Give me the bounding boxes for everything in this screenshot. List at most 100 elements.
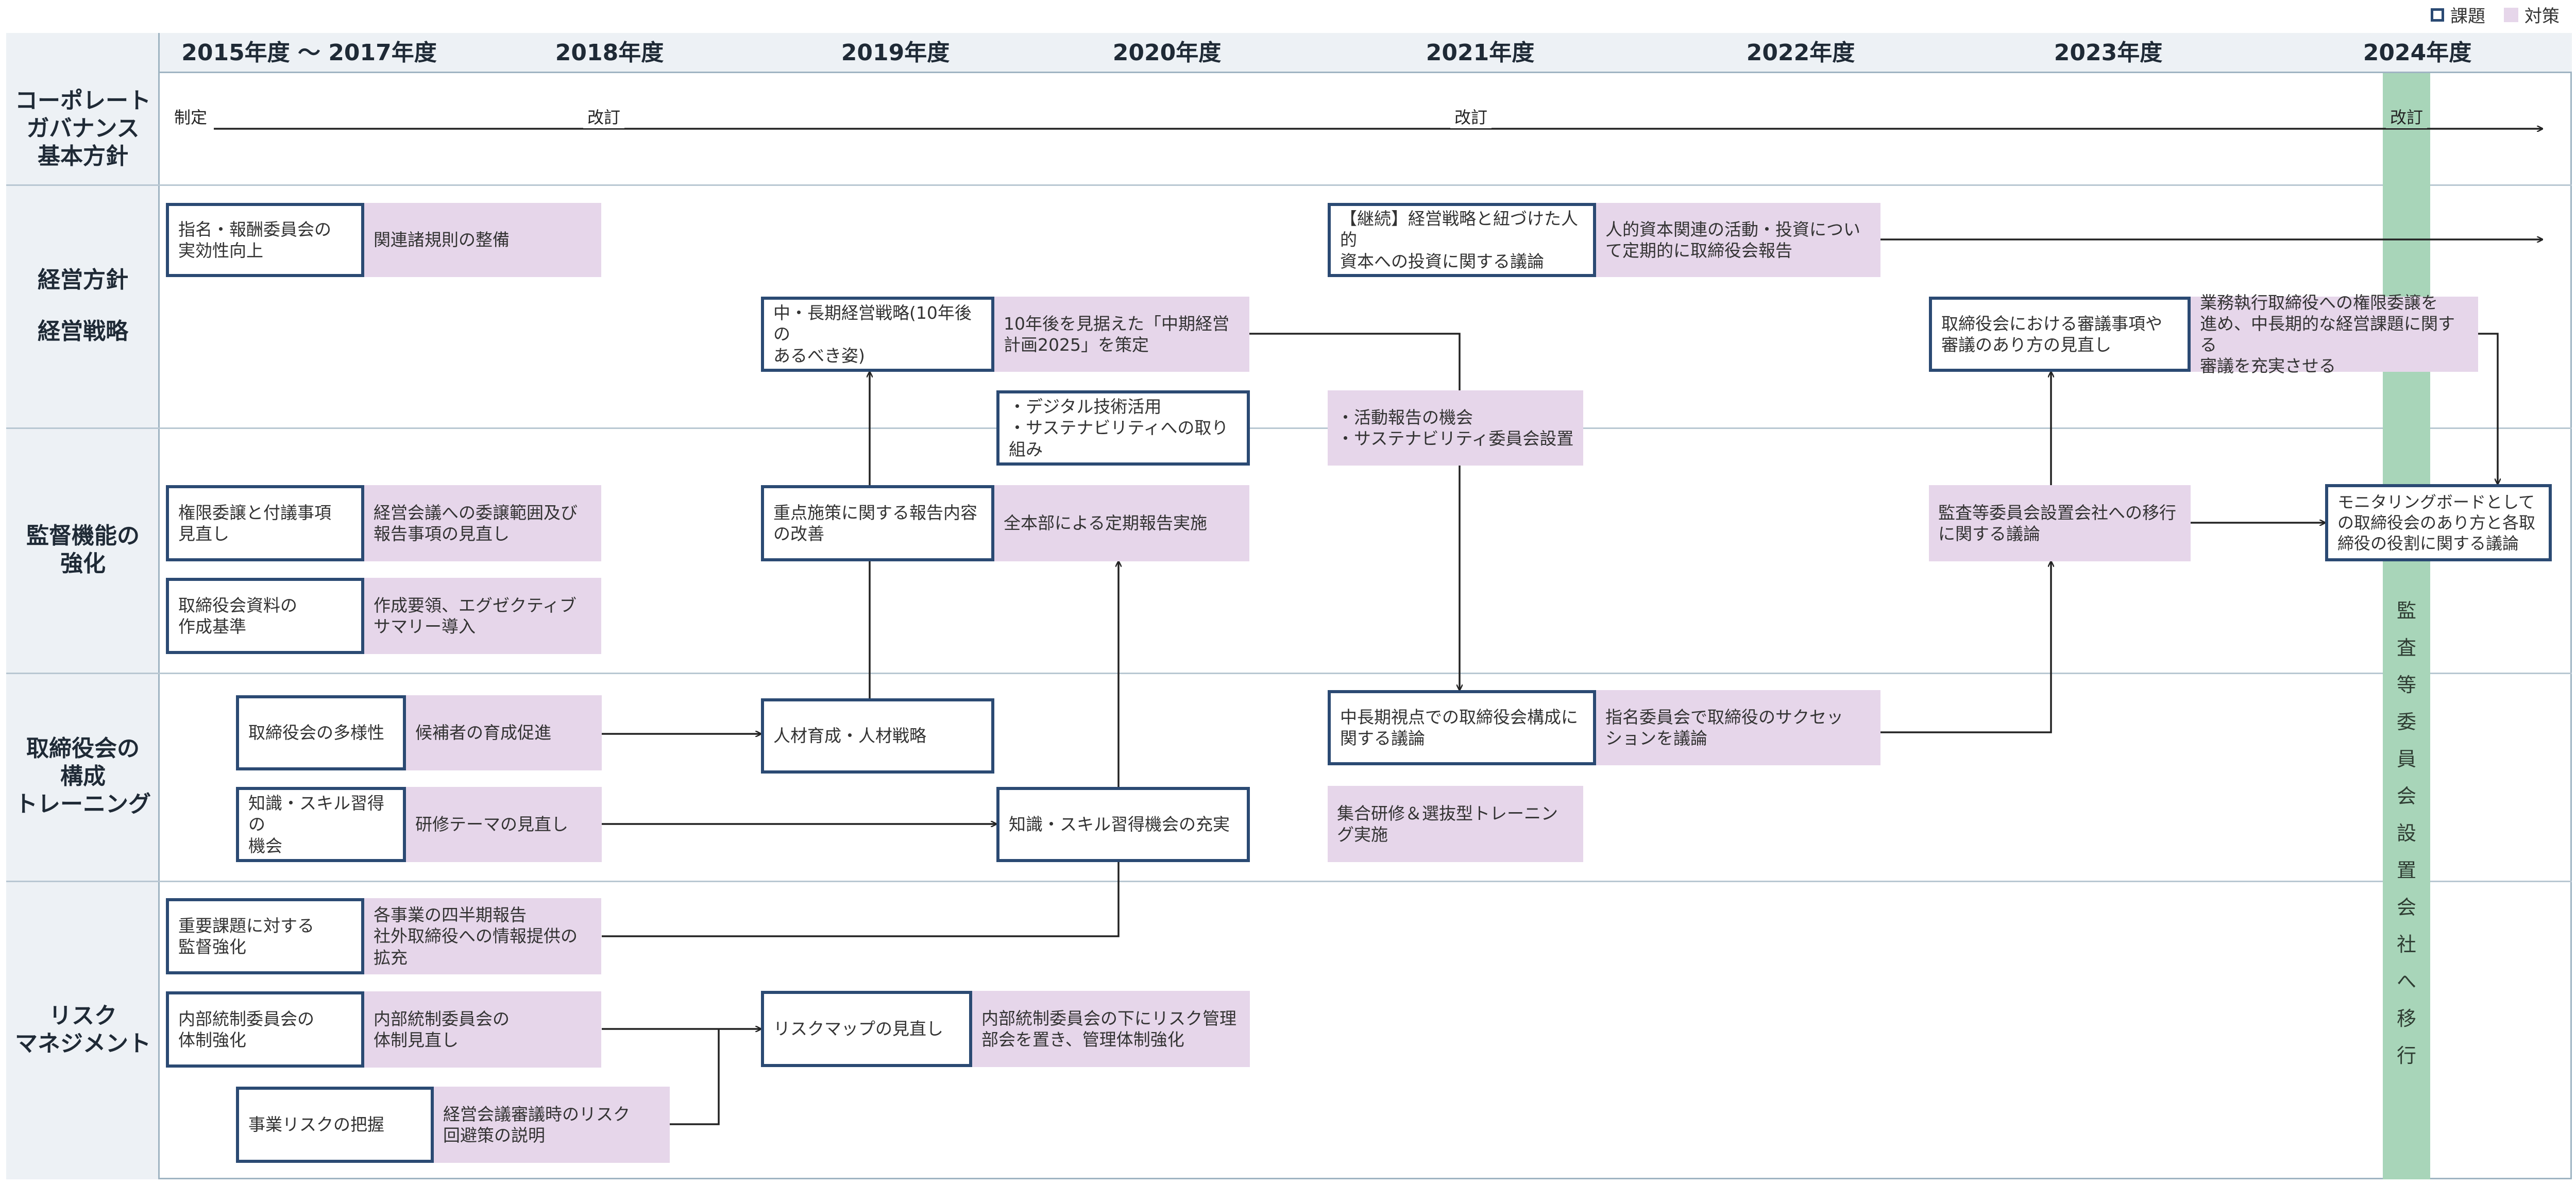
timeline-label-seitei: 制定	[170, 105, 212, 128]
transition-vertical-text: 監査等委員会設置会社へ移行	[2383, 592, 2430, 1074]
legend: 課題 対策	[2431, 2, 2560, 27]
row-label-column	[6, 33, 160, 1179]
transition-char: 監	[2396, 599, 2416, 622]
issue-risk-map-text: リスクマップの見直し	[773, 1019, 943, 1039]
issue-board-diversity-text: 取締役会の多様性	[248, 723, 384, 743]
issue-authority-delegation: 権限委譲と付議事項 見直し	[166, 485, 364, 561]
measure-training-themes: 研修テーマの見直し	[406, 787, 602, 862]
row-label-mgmt-strategy: 経営戦略	[38, 318, 128, 345]
issue-digital-sustainability: ・デジタル技術活用 ・サステナビリティへの取り組み	[996, 390, 1250, 466]
measure-midterm-plan-2025-text: 10年後を見据えた「中期経営 計画2025」を策定	[1004, 313, 1229, 355]
transition-char: へ	[2396, 970, 2416, 993]
legend-taisaku-label: 対策	[2524, 6, 2560, 27]
year-2022: 2022年度	[1746, 40, 1855, 66]
legend-item-kadai: 課題	[2431, 2, 2485, 27]
transition-char: 社	[2396, 933, 2416, 956]
measure-delegation-scope: 経営会議への委譲範囲及び 報告事項の見直し	[364, 485, 601, 561]
year-2024: 2024年度	[2363, 40, 2472, 66]
issue-monitoring-board-text: モニタリングボードとして の取締役会のあり方と各取 締役の役割に関する議論	[2337, 492, 2536, 553]
row-label-risk: リスク マネジメント	[6, 881, 160, 1179]
issue-board-diversity: 取締役会の多様性	[236, 695, 406, 770]
issue-talent-strategy: 人材育成・人材戦略	[761, 698, 994, 774]
issue-longterm-strategy: 中・長期経営戦略(10年後の あるべき姿)	[761, 297, 994, 372]
measure-risk-subcommittee-text: 内部統制委員会の下にリスク管理 部会を置き、管理体制強化	[981, 1008, 1236, 1050]
measure-training-themes-text: 研修テーマの見直し	[415, 814, 568, 835]
measure-activity-report: ・活動報告の機会 ・サステナビリティ委員会設置	[1328, 390, 1583, 466]
row-label-board: 取締役会の 構成 トレーニング	[6, 673, 160, 881]
issue-talent-strategy-text: 人材育成・人材戦略	[773, 726, 926, 746]
measure-executive-summary-text: 作成要領、エグゼクティブ サマリー導入	[374, 595, 577, 637]
transition-char: 行	[2396, 1044, 2416, 1067]
legend-kadai-label: 課題	[2450, 6, 2485, 27]
transition-char: 会	[2396, 785, 2416, 808]
measure-related-rules-text: 関連諸規則の整備	[374, 230, 510, 250]
issue-digital-sustainability-text: ・デジタル技術活用 ・サステナビリティへの取り組み	[1009, 397, 1229, 459]
row-separator	[6, 427, 2572, 429]
row-label-cg: コーポレート ガバナンス 基本方針	[6, 73, 160, 184]
row-separator	[6, 673, 2572, 674]
row-label-risk-text: リスク マネジメント	[15, 1003, 151, 1057]
measure-human-capital-report: 人的資本関連の活動・投資につい て定期的に取締役会報告	[1596, 203, 1880, 277]
measure-delegation: 業務執行取締役への権限委譲を 進め、中長期的な経営課題に関する 審議を充実させる	[2191, 293, 2478, 376]
transition-char: 員	[2396, 748, 2416, 770]
issue-priority-report: 重点施策に関する報告内容 の改善	[761, 485, 994, 561]
issue-risk-map: リスクマップの見直し	[761, 991, 972, 1067]
issue-business-risk: 事業リスクの把握	[236, 1087, 434, 1163]
timeline-label-kaitei-2024: 改訂	[2385, 105, 2428, 128]
year-2020: 2020年度	[1112, 40, 1222, 66]
measure-succession: 指名委員会で取締役のサクセッ ションを議論	[1596, 690, 1880, 765]
transition-char: 移	[2396, 1007, 2416, 1030]
measure-human-capital-report-text: 人的資本関連の活動・投資につい て定期的に取締役会報告	[1605, 219, 1860, 261]
measure-risk-subcommittee: 内部統制委員会の下にリスク管理 部会を置き、管理体制強化	[972, 991, 1250, 1067]
issue-skill-enhancement-text: 知識・スキル習得機会の充実	[1009, 814, 1230, 835]
measure-group-training-text: 集合研修＆選抜型トレーニン グ実施	[1337, 803, 1558, 845]
row-separator	[6, 184, 2572, 186]
year-2021: 2021年度	[1426, 40, 1535, 66]
measure-risk-avoidance: 経営会議審議時のリスク 回避策の説明	[434, 1087, 670, 1163]
issue-board-materials: 取締役会資料の 作成基準	[166, 578, 364, 654]
issue-priority-report-text: 重点施策に関する報告内容 の改善	[773, 502, 977, 544]
legend-kadai-swatch	[2431, 8, 2444, 22]
issue-nomination-committee-text: 指名・報酬委員会の 実効性向上	[178, 219, 331, 261]
issue-internal-control-text: 内部統制委員会の 体制強化	[178, 1008, 314, 1050]
measure-executive-summary: 作成要領、エグゼクティブ サマリー導入	[364, 578, 601, 654]
transition-char: 設	[2396, 822, 2416, 845]
issue-business-risk-text: 事業リスクの把握	[248, 1114, 384, 1135]
timeline-label-kaitei-2021: 改訂	[1450, 105, 1492, 128]
legend-taisaku-swatch	[2504, 7, 2518, 22]
issue-important-supervision: 重要課題に対する 監督強化	[166, 898, 364, 974]
issue-board-composition-text: 中長期視点での取締役会構成に 関する議論	[1340, 707, 1578, 748]
measure-related-rules: 関連諸規則の整備	[364, 203, 601, 277]
measure-quarterly-report-text: 各事業の四半期報告 社外取締役への情報提供の 拡充	[374, 905, 578, 968]
measure-internal-control-review: 内部統制委員会の 体制見直し	[364, 991, 601, 1068]
measure-group-training: 集合研修＆選抜型トレーニン グ実施	[1328, 786, 1583, 862]
legend-item-taisaku: 対策	[2504, 2, 2560, 27]
row-label-supervision-text: 監督機能の 強化	[26, 523, 140, 577]
measure-candidate-development: 候補者の育成促進	[406, 695, 602, 770]
issue-board-materials-text: 取締役会資料の 作成基準	[178, 595, 297, 637]
issue-board-composition: 中長期視点での取締役会構成に 関する議論	[1328, 690, 1596, 765]
transition-char: 査	[2396, 637, 2416, 659]
year-2015-2017: 2015年度 〜 2017年度	[181, 40, 437, 66]
row-separator	[6, 881, 2572, 882]
issue-nomination-committee: 指名・報酬委員会の 実効性向上	[166, 203, 364, 277]
row-label-board-text: 取締役会の 構成 トレーニング	[15, 735, 151, 817]
measure-risk-avoidance-text: 経営会議審議時のリスク 回避策の説明	[443, 1104, 630, 1145]
issue-longterm-strategy-text: 中・長期経営戦略(10年後の あるべき姿)	[773, 303, 972, 366]
transition-char: 等	[2396, 674, 2416, 696]
transition-char: 会	[2396, 896, 2416, 919]
issue-authority-delegation-text: 権限委譲と付議事項 見直し	[178, 502, 331, 544]
measure-delegation-text: 業務執行取締役への権限委譲を 進め、中長期的な経営課題に関する 審議を充実させる	[2200, 292, 2455, 376]
issue-important-supervision-text: 重要課題に対する 監督強化	[178, 915, 314, 957]
measure-delegation-scope-text: 経営会議への委譲範囲及び 報告事項の見直し	[374, 502, 578, 544]
year-header-bar	[6, 33, 2572, 73]
row-label-mgmt-policy: 経営方針	[38, 267, 128, 294]
transition-band	[2383, 73, 2430, 1179]
measure-midterm-plan-2025: 10年後を見据えた「中期経営 計画2025」を策定	[994, 297, 1249, 372]
issue-audit-transition: 監査等委員会設置会社への移行 に関する議論	[1929, 485, 2191, 561]
transition-char: 委	[2396, 711, 2416, 733]
issue-skill-opportunity: 知識・スキル習得の 機会	[236, 787, 406, 862]
measure-succession-text: 指名委員会で取締役のサクセッ ションを議論	[1605, 707, 1843, 748]
issue-board-agenda: 取締役会における審議事項や 審議のあり方の見直し	[1929, 297, 2191, 372]
issue-human-capital-text: 【継続】経営戦略と紐づけた人的 資本への投資に関する議論	[1340, 209, 1578, 271]
